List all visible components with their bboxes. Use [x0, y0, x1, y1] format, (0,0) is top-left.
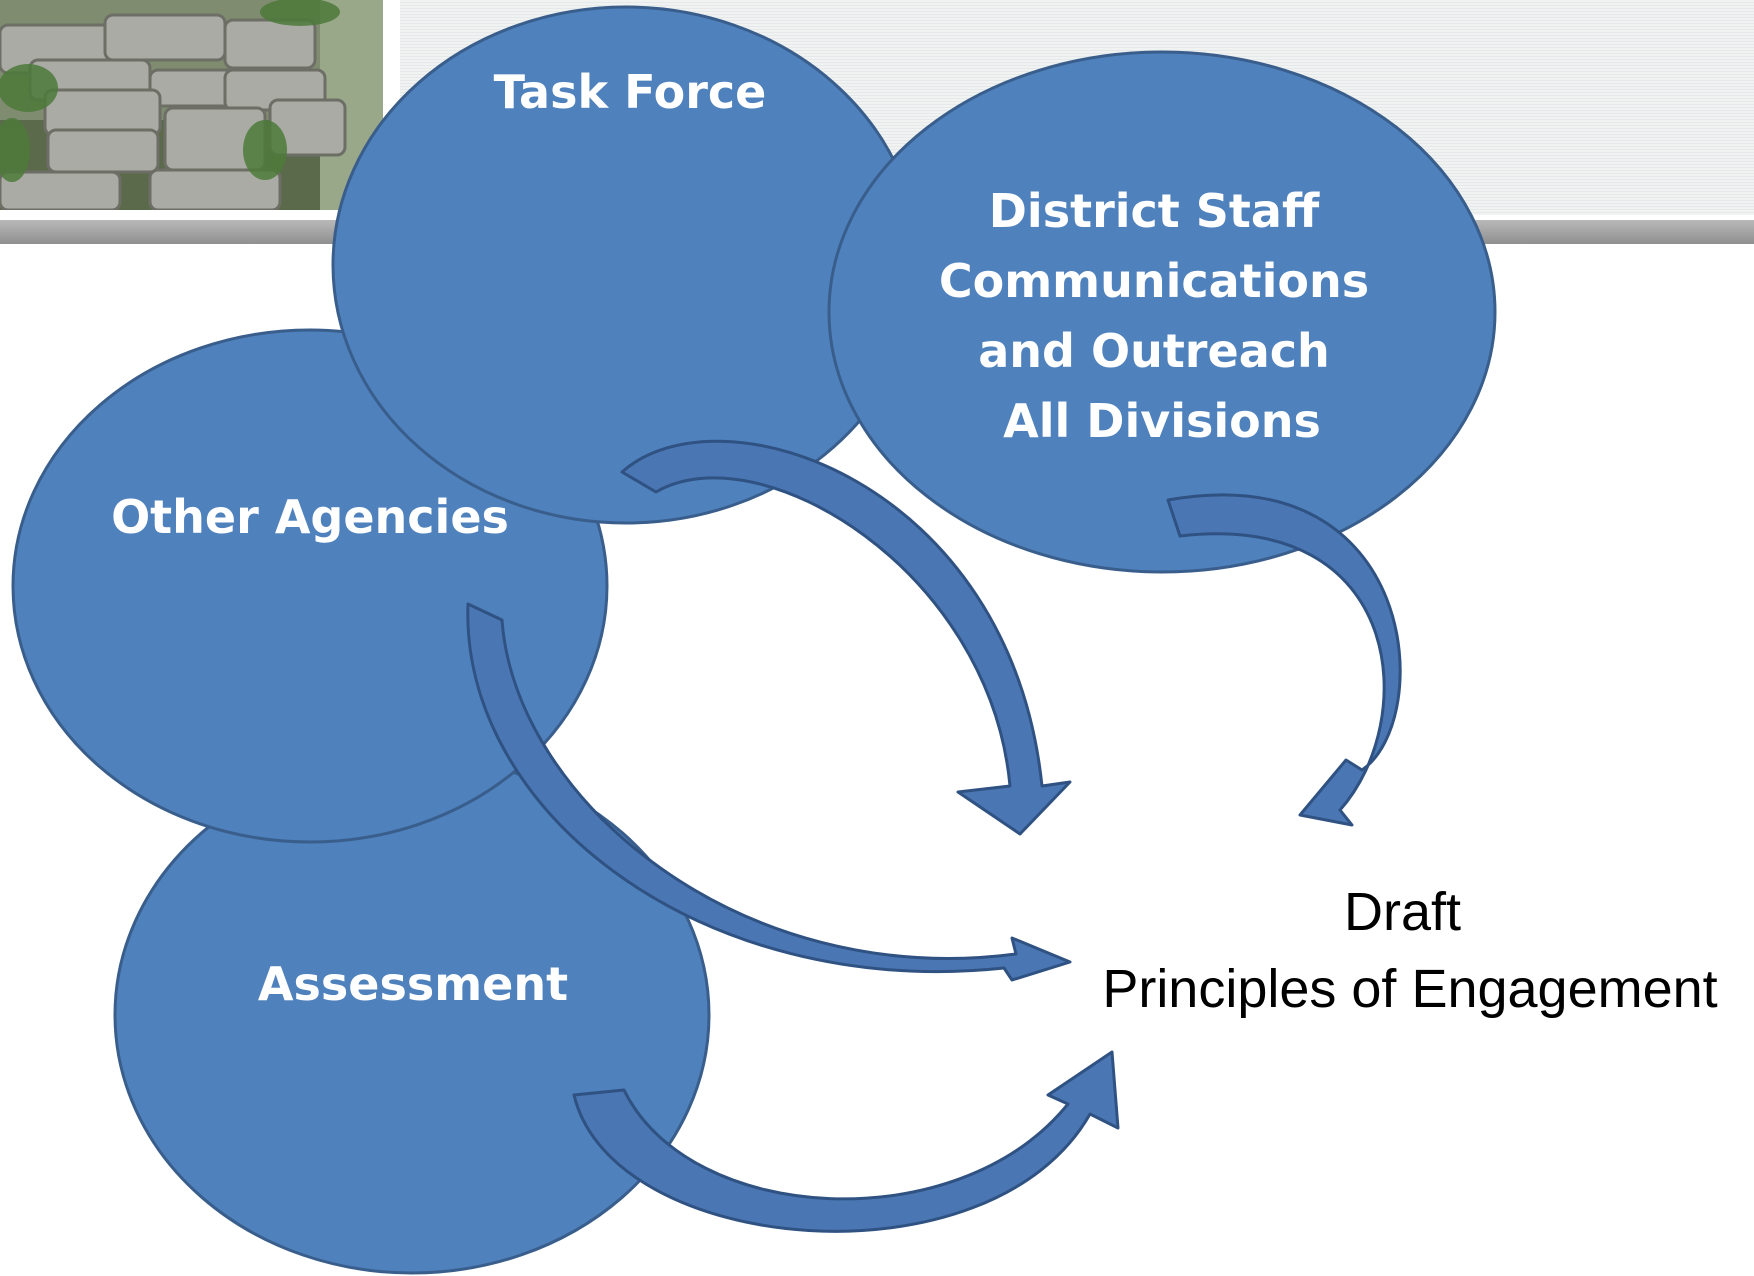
district-staff-circle: [827, 50, 1497, 574]
district-staff-arrow: [1166, 493, 1402, 827]
district-staff-label: District Staff Communications and Outrea…: [939, 184, 1385, 448]
assessment-label: Assessment: [258, 957, 568, 1011]
task-force-label: Task Force: [494, 65, 767, 119]
assessment-arrow: [572, 1050, 1120, 1233]
other-agencies-arrow: [466, 602, 1072, 982]
other-agencies-label: Other Agencies: [111, 490, 509, 544]
draft-principles-label: Draft Principles of Engagement: [1102, 882, 1717, 1019]
task-force-arrow: [620, 439, 1072, 836]
